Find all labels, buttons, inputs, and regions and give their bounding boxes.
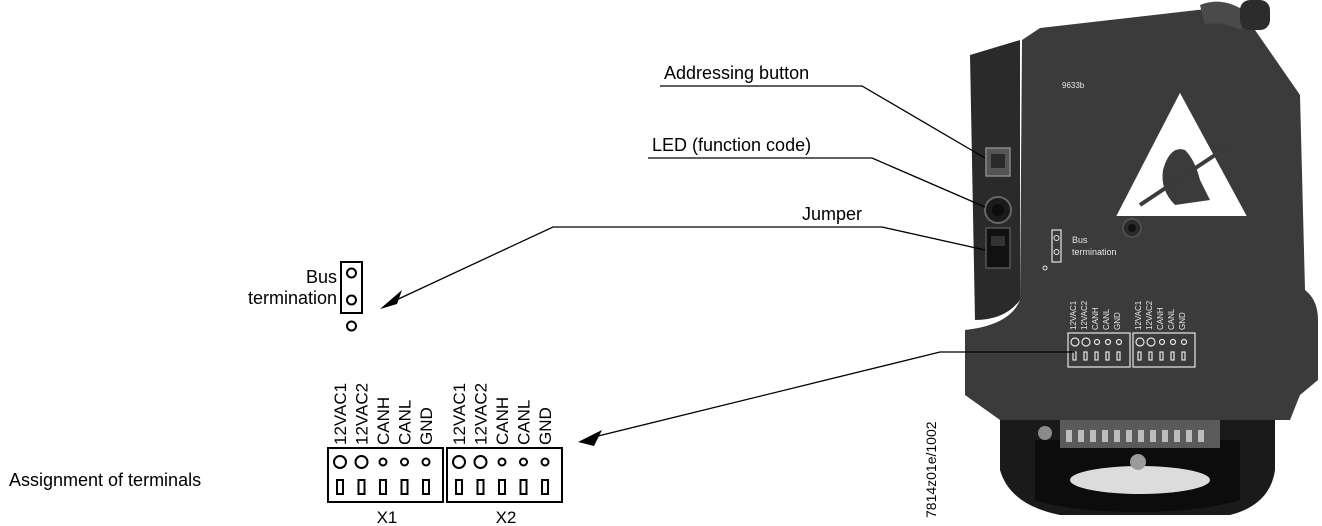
jumper-pin-3 (346, 320, 357, 332)
terminal-screw-canh (379, 479, 387, 495)
jumper-label: Jumper (802, 204, 862, 224)
terminal-screw-canl (519, 479, 528, 495)
terminal-screw-canh (498, 479, 506, 495)
terminal-screw-12vac1 (455, 479, 463, 495)
x2-label: X2 (496, 508, 517, 526)
device-pin-label: GND (1178, 312, 1187, 330)
terminal-pin-label: CANL (396, 400, 415, 445)
terminal-pin-label: CANH (374, 397, 393, 445)
device-pin-label: CANL (1102, 308, 1111, 330)
drawing-code: 7814z01e/1002 (923, 421, 939, 518)
terminal-hole-canl (519, 457, 528, 467)
terminal-pin-label: CANL (515, 400, 534, 445)
terminal-screw-gnd (422, 479, 430, 495)
terminal-frame-x2 (446, 447, 563, 503)
termination-label: termination (248, 288, 337, 308)
terminal-screw-12vac1 (336, 479, 344, 495)
terminal-screw-canl (400, 479, 409, 495)
led-label: LED (function code) (652, 135, 811, 155)
device-pin-label: CANH (1156, 307, 1165, 330)
addressing-button-label: Addressing button (664, 63, 809, 83)
terminal-pin-label: 12VAC1 (450, 383, 469, 445)
jumper-pin-1 (346, 267, 357, 279)
addressing-button-leader (660, 85, 986, 159)
device-pin-label: 12VAC1 (1134, 300, 1143, 330)
terminal-screw-gnd (541, 479, 549, 495)
assignment-label: Assignment of terminals (9, 470, 201, 490)
terminal-hole-canl (400, 457, 409, 467)
jumper-arrowhead (380, 290, 402, 309)
terminal-pin-label: GND (417, 407, 436, 445)
terminal-pin-label: GND (536, 407, 555, 445)
device-pin-label: CANL (1167, 308, 1176, 330)
terminal-frame-x1 (327, 447, 444, 503)
x1-label: X1 (377, 508, 398, 526)
terminals-leader (589, 351, 1075, 439)
device-pin-label: 12VAC2 (1080, 300, 1089, 330)
terminals-arrowhead (578, 430, 602, 446)
terminal-screw-12vac2 (476, 479, 485, 495)
jumper-leader (391, 226, 986, 303)
device-bus-text: Bus (1072, 235, 1088, 245)
terminal-hole-12vac1 (333, 455, 347, 469)
terminal-screw-12vac2 (357, 479, 366, 495)
device-pin-label: CANH (1091, 307, 1100, 330)
bus-termination-jumper (340, 261, 363, 314)
terminal-hole-canh (378, 457, 388, 467)
terminal-pin-label: 12VAC2 (472, 383, 491, 445)
terminal-hole-12vac2 (354, 455, 369, 469)
terminal-hole-12vac2 (473, 455, 488, 469)
device-termination-text: termination (1072, 247, 1117, 257)
led-leader (648, 157, 986, 208)
device-pin-label: GND (1113, 312, 1122, 330)
terminal-pin-label: 12VAC1 (331, 383, 350, 445)
device-pin-label: 12VAC1 (1069, 300, 1078, 330)
terminal-pin-label: CANH (493, 397, 512, 445)
terminal-pin-label: 12VAC2 (353, 383, 372, 445)
terminal-hole-gnd (540, 457, 550, 467)
device-serial-text: 9633b (1062, 81, 1085, 90)
bus-label: Bus (306, 267, 337, 287)
jumper-pin-2 (346, 294, 357, 306)
terminal-hole-gnd (421, 457, 431, 467)
terminal-hole-12vac1 (452, 455, 466, 469)
terminal-hole-canh (497, 457, 507, 467)
device-pin-label: 12VAC2 (1145, 300, 1154, 330)
